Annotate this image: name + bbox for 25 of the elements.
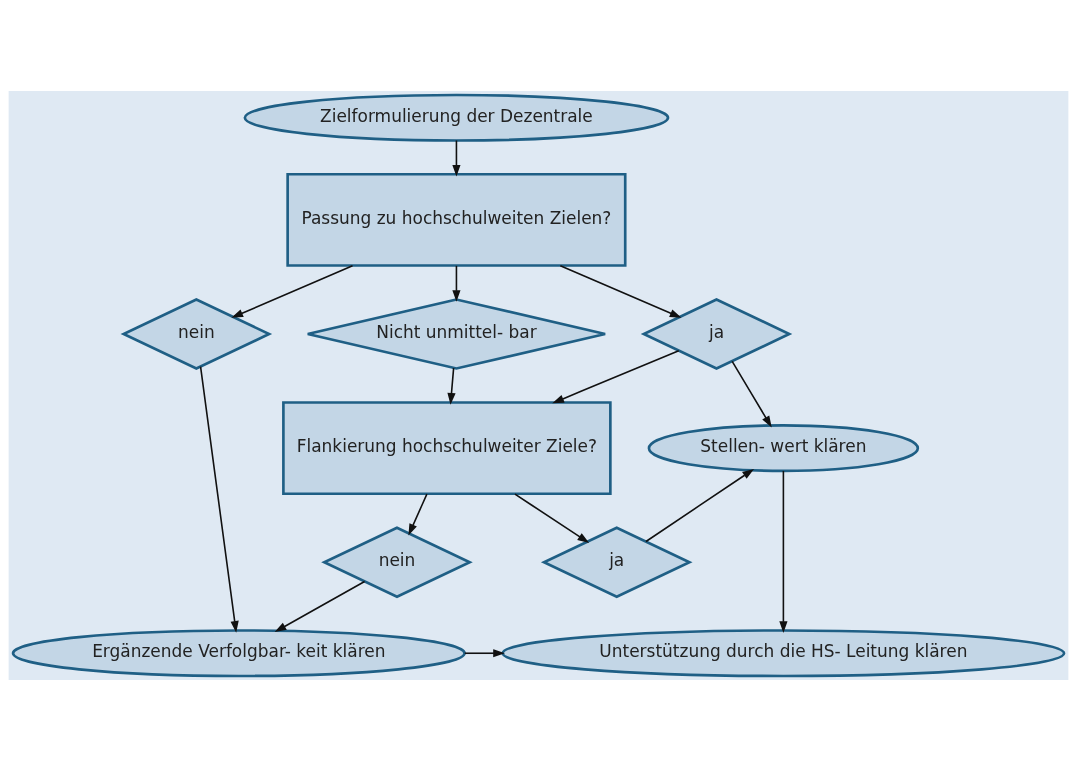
arrow [645, 468, 755, 543]
node-ellipse: Ergänzende Verfolgbar- keit klären [11, 629, 466, 678]
arrow [452, 265, 461, 302]
arrow [464, 649, 505, 658]
arrow [199, 365, 239, 633]
arrow [447, 367, 456, 405]
arrow [452, 139, 461, 177]
node-diamond: ja [540, 526, 693, 599]
arrow [408, 493, 428, 536]
node-ellipse: Unterstützung durch die HS- Leitung klären [501, 629, 1066, 678]
arrow [731, 360, 772, 428]
node-diamond: nein [321, 526, 473, 599]
node-diamond: ja [640, 298, 793, 370]
arrow [274, 580, 366, 633]
arrow [559, 264, 682, 318]
node-box: Flankierung hochschulweiter Ziele? [282, 401, 612, 496]
arrow [514, 493, 590, 543]
node-ellipse: Zielformulierung der Dezentrale [243, 93, 670, 142]
node-box: Passung zu hochschulweiten Zielen? [286, 172, 627, 267]
arrow [779, 470, 788, 634]
arrow [231, 264, 354, 318]
arrow [552, 349, 680, 404]
node-diamond: Nicht unmittel- bar [306, 298, 607, 370]
node-ellipse: Stellen- wert klären [647, 424, 920, 473]
node-diamond: nein [120, 298, 273, 370]
